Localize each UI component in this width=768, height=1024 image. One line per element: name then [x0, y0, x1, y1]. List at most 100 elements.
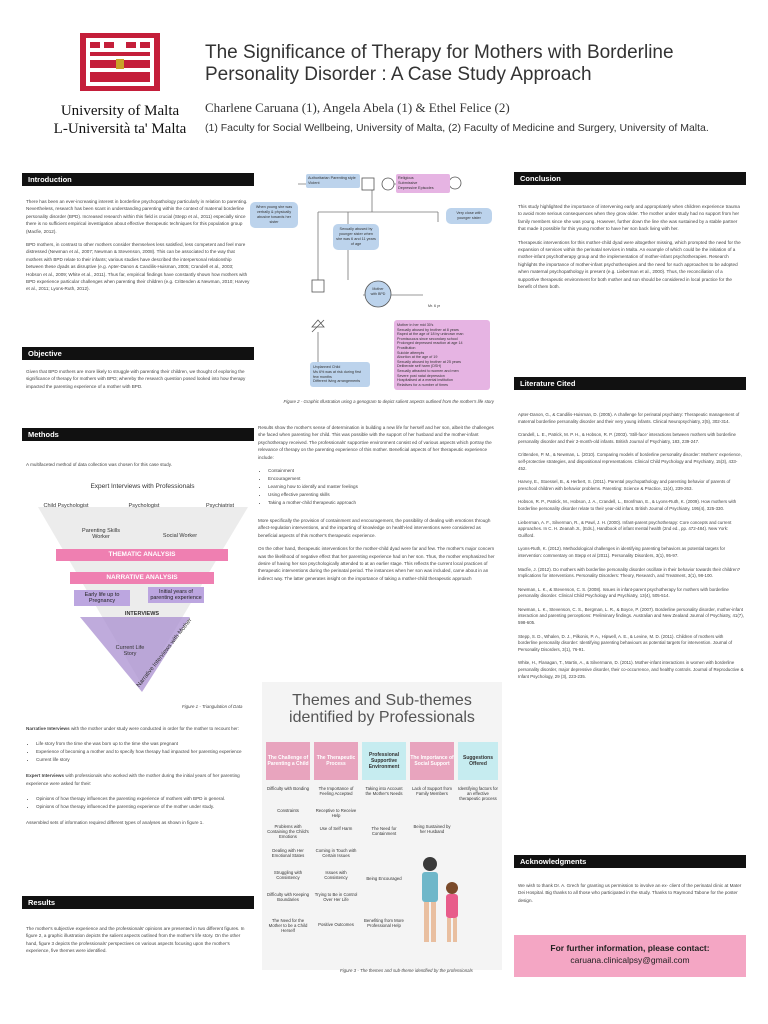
paragraph: This study highlighted the importance of… [518, 204, 740, 232]
figure-3-caption: Figure 3 - The themes and sub-theme iden… [340, 968, 473, 973]
authors: Charlene Caruana (1), Angela Abela (1) &… [205, 100, 510, 115]
subtheme: Being Encouraged [366, 876, 402, 881]
figure-1-caption: Figure 1 - Triangulation of Data [182, 704, 243, 709]
age-label: Mr. 6 yr [428, 304, 440, 308]
reference-item: Lieberman, A. F., Silverman, R., & Pawl,… [518, 519, 732, 538]
affiliations: (1) Faculty for Social Wellbeing, Univer… [205, 122, 709, 134]
subtheme: Difficulty with Keeping Boundaries [267, 892, 309, 902]
reference-item: White, H., Flanagan, T., Martin, A., & S… [518, 660, 744, 679]
list-item: Experience of becoming a mother and to s… [36, 748, 252, 756]
paragraph: We wish to thank Dr. A. Grech for granti… [518, 883, 742, 903]
subtheme: Dealing with Her Emotional States [271, 848, 305, 858]
theme-header: The Challenge of Parenting a Child [266, 742, 310, 780]
section-heading: Introduction [22, 173, 254, 186]
early-life-label: Early life up to Pregnancy [74, 590, 130, 606]
triangulation-figure: Expert Interviews with Professionals Chi… [30, 477, 255, 707]
reference-item: Crittenden, P. M., & Newman, L. (2010). … [518, 452, 742, 471]
paragraph: A multifaceted method of data collection… [26, 462, 172, 467]
section-heading: Conclusion [514, 172, 746, 185]
objective-section: Objective Given that BPD mothers are mor… [22, 347, 254, 396]
subtheme: The Need for Containment [371, 826, 397, 836]
list-item: Learning how to identify and master feel… [268, 483, 498, 491]
introduction-section: Introduction There has been an ever-incr… [22, 173, 254, 299]
results-section: Results The mother's subjective experien… [22, 896, 254, 961]
reference-item: Newman, L. K., Stevenson, C. S., Bergman… [518, 606, 744, 626]
list-item: Opinions of how therapy influences the p… [36, 795, 252, 803]
subtheme: Identifying factors for an effective the… [458, 786, 498, 801]
list-item: Containment [268, 467, 498, 475]
title-line-2: Personality Disorder : A Case Study Appr… [205, 64, 592, 85]
contact-box: For further information, please contact:… [514, 935, 746, 977]
reference-item: Harvey, E., Stoessel, B., & Herbert, S. … [518, 479, 731, 491]
themes-title: Themes and Sub-themes identified by Prof… [289, 692, 475, 726]
subtheme: Receptive to Receive Help [315, 808, 357, 818]
list-item: Taking a mother-child therapeutic approa… [268, 499, 498, 507]
conclusion-section: Conclusion This study highlighted the im… [514, 172, 746, 296]
reference-item: Crandell, L. E., Patrick, M. P. H., & Ho… [518, 432, 736, 444]
poster-title: The Significance of Therapy for Mothers … [205, 42, 745, 86]
subtheme: Trying to Be in Control Over Her Life [314, 892, 358, 902]
subtheme: Constraints [277, 808, 299, 813]
contact-email[interactable]: caruana.clinicalpsy@gmail.com [570, 955, 690, 965]
university-crest-logo [80, 33, 160, 91]
narrative-lead: Narrative Interviews [26, 726, 70, 731]
methods-section: Methods A multifaceted method of data co… [22, 428, 254, 474]
acknowledgments-section: Acknowledgments We wish to thank Dr. A. … [514, 855, 746, 910]
section-heading: Objective [22, 347, 254, 360]
narrative-analysis-band: NARRATIVE ANALYSIS [70, 572, 214, 584]
theme-header: The Importance of Social Support [410, 742, 454, 780]
subtheme: Use of Self Harm [319, 826, 353, 831]
list-item: Opinions of how therapy influenced the p… [36, 803, 252, 811]
role-parenting-skills-worker: Parenting Skills Worker [82, 528, 120, 540]
section-heading: Literature Cited [514, 377, 746, 390]
list-item: Encouragement [268, 475, 498, 483]
subtheme: Coming in Touch with Certain Issues [315, 848, 357, 858]
close-sister-note: Very close with younger sister [446, 208, 492, 224]
figure-2-caption: Figure 2 - Graphic Illustration using a … [283, 399, 494, 404]
subtheme: Benefiting from More Professional Help [364, 918, 404, 928]
paragraph: Given that BPD mothers are more likely t… [26, 369, 246, 389]
theme-header: Professional Supportive Environment [362, 742, 406, 780]
reference-item: Newman, L. K., & Stevenson, C. S. (2008)… [518, 586, 729, 599]
expert-text: with professionals who worked with the m… [26, 773, 240, 786]
current-life-story-label: Current Life Story [115, 645, 145, 657]
section-heading: Acknowledgments [514, 855, 746, 868]
subtheme: Difficulty with Bonding [267, 786, 309, 791]
sister-abuse-note: When young she was verbally & physically… [250, 202, 298, 228]
university-name-en: University of Malta [60, 103, 180, 119]
reference-item: Hobson, R. P., Patrick, M., Hobson, J. A… [518, 499, 737, 511]
results-discussion: Results show the mother's sense of deter… [258, 424, 498, 588]
literature-section: Literature Cited Apter-Danon, G., & Cand… [514, 377, 746, 687]
university-name-mt: L-Università ta' Malta [53, 121, 187, 137]
reference-item: Lyons-Ruth, K. (2012). Methodological ch… [518, 546, 726, 558]
interviews-label: INTERVIEWS [124, 611, 160, 617]
role-psychiatrist: Psychiatrist [205, 503, 235, 509]
role-social-worker: Social Worker [162, 533, 198, 539]
role-child-psychologist: Child Psychologist [43, 503, 89, 509]
paragraph: Therapeutic interventions for this mothe… [518, 239, 741, 290]
paragraph: Assembled sets of information required d… [26, 820, 204, 826]
paragraph: The mother's subjective experience and t… [26, 926, 245, 954]
thematic-analysis-band: THEMATIC ANALYSIS [56, 549, 228, 561]
role-psychologist: Psychologist [128, 503, 160, 509]
subtheme: The Need for the Mother to be a Child He… [268, 918, 308, 933]
reference-item: Macfie, J. (2012). Do mothers with borde… [518, 566, 741, 579]
themes-figure: Themes and Sub-themes identified by Prof… [262, 682, 502, 970]
title-line-1: The Significance of Therapy for Mothers … [205, 42, 674, 63]
genogram-figure: Authoritarian Parenting style Violent Re… [248, 172, 504, 394]
subtheme: Problems with Containing the Child's Emo… [267, 824, 309, 839]
paragraph: Results show the mother's sense of deter… [258, 425, 494, 460]
subtheme: Being Sustained by her Husband [413, 824, 451, 834]
section-heading: Methods [22, 428, 254, 441]
mother-with-bpd-node: Mother with BPD [370, 287, 386, 296]
expert-lead: Expert Interviews [26, 773, 65, 779]
paragraph: More specifically the provision of conta… [258, 518, 491, 538]
section-heading: Results [22, 896, 254, 909]
subtheme: Lack of Support from Family Members [412, 786, 452, 796]
subtheme: Struggling with Consistency [273, 870, 303, 880]
methods-details: Narrative Interviews with the mother und… [26, 725, 252, 827]
paragraph: There has been an ever-increasing intere… [26, 199, 248, 234]
mother-traits-box: Religious Submissive Depressive Episodes [396, 174, 450, 193]
